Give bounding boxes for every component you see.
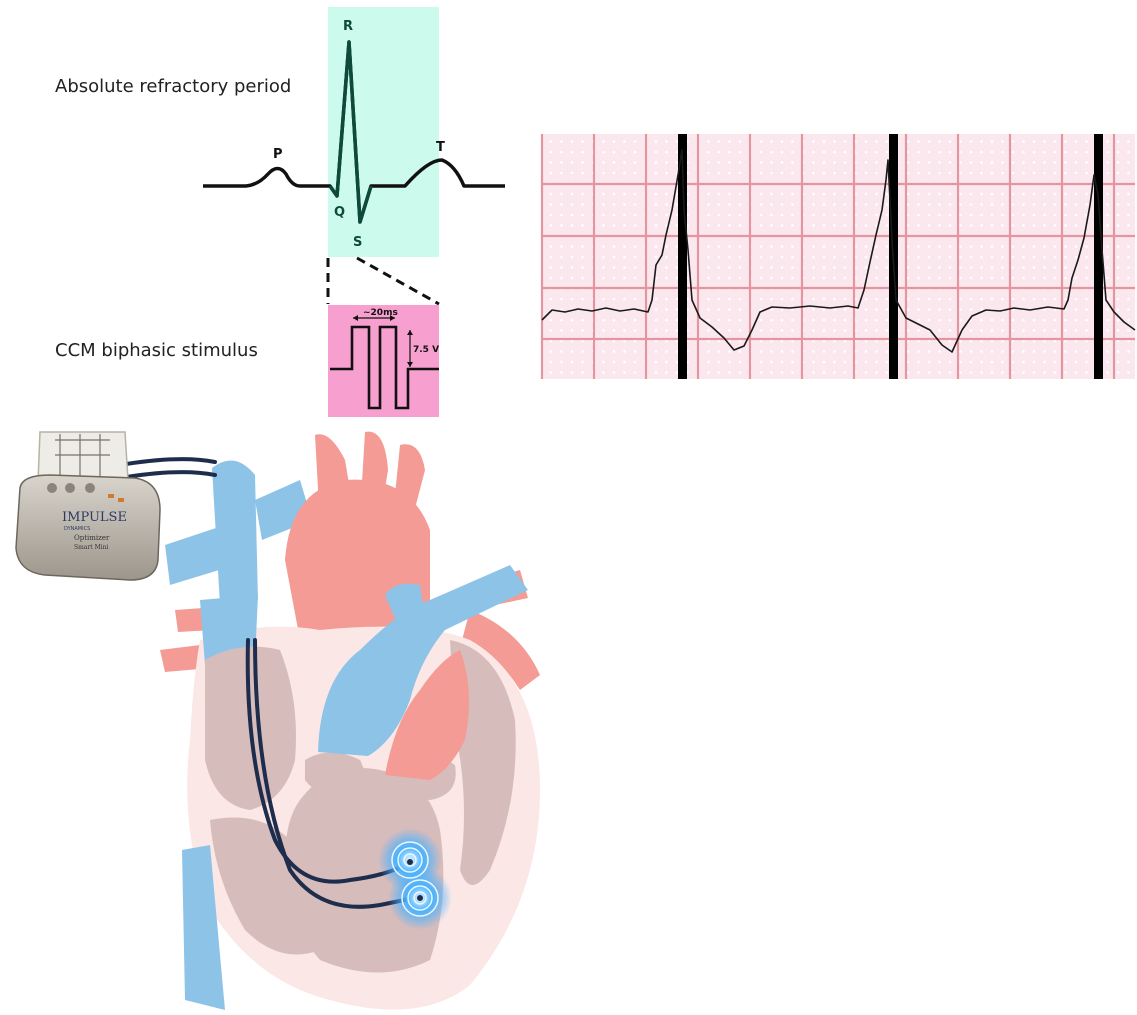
wave-label-p: P <box>273 147 283 162</box>
device-brand: IMPULSE <box>62 510 127 525</box>
pacemaker-device-icon: IMPULSE DYNAMICS Optimizer Smart Mini <box>16 432 160 580</box>
ecg-waveform-icon: P R Q S T <box>203 7 505 257</box>
device-model-sub: Smart Mini <box>74 544 108 551</box>
stimulus-amplitude-label: 7.5 V <box>413 345 439 355</box>
heart-icon <box>160 432 540 1010</box>
stimulus-width-label: ~20ms <box>363 308 398 318</box>
wave-label-r: R <box>343 19 353 34</box>
biphasic-pulse-icon: ~20ms 7.5 V <box>328 305 439 417</box>
device-brand-sub: DYNAMICS <box>64 526 90 532</box>
stimulus-box <box>328 305 439 417</box>
zoom-connector <box>328 258 439 304</box>
wave-label-s: S <box>353 235 362 250</box>
ecg-strip <box>542 134 1135 379</box>
device-model: Optimizer <box>74 534 110 542</box>
wave-label-q: Q <box>334 205 345 220</box>
wave-label-t: T <box>436 140 445 155</box>
